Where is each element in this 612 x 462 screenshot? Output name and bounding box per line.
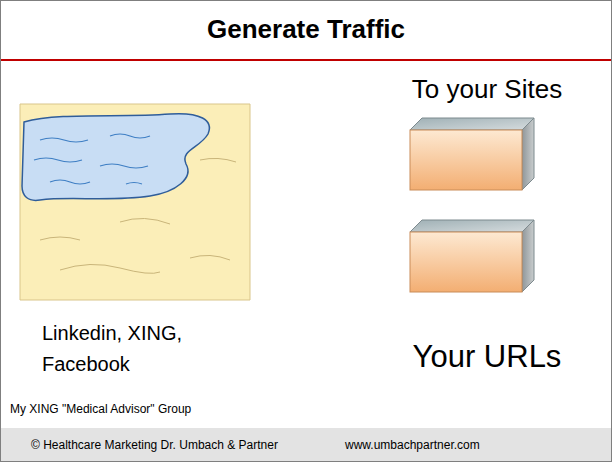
slide-title: Generate Traffic xyxy=(0,14,612,45)
footer-band: © Healthcare Marketing Dr. Umbach & Part… xyxy=(1,428,611,461)
site-box xyxy=(410,220,534,292)
site-box xyxy=(410,118,534,190)
beach-illustration xyxy=(20,104,250,300)
urls-label: Your URLs xyxy=(372,338,602,375)
title-rule xyxy=(1,59,611,61)
network-label: Linkedin, XING, Facebook xyxy=(42,318,247,380)
group-note: My XING "Medical Advisor" Group xyxy=(10,402,390,416)
footer-text: www.umbachpartner.com xyxy=(345,438,480,452)
sites-label: To your Sites xyxy=(372,74,602,105)
footer-text: © Healthcare Marketing Dr. Umbach & Part… xyxy=(31,438,278,452)
